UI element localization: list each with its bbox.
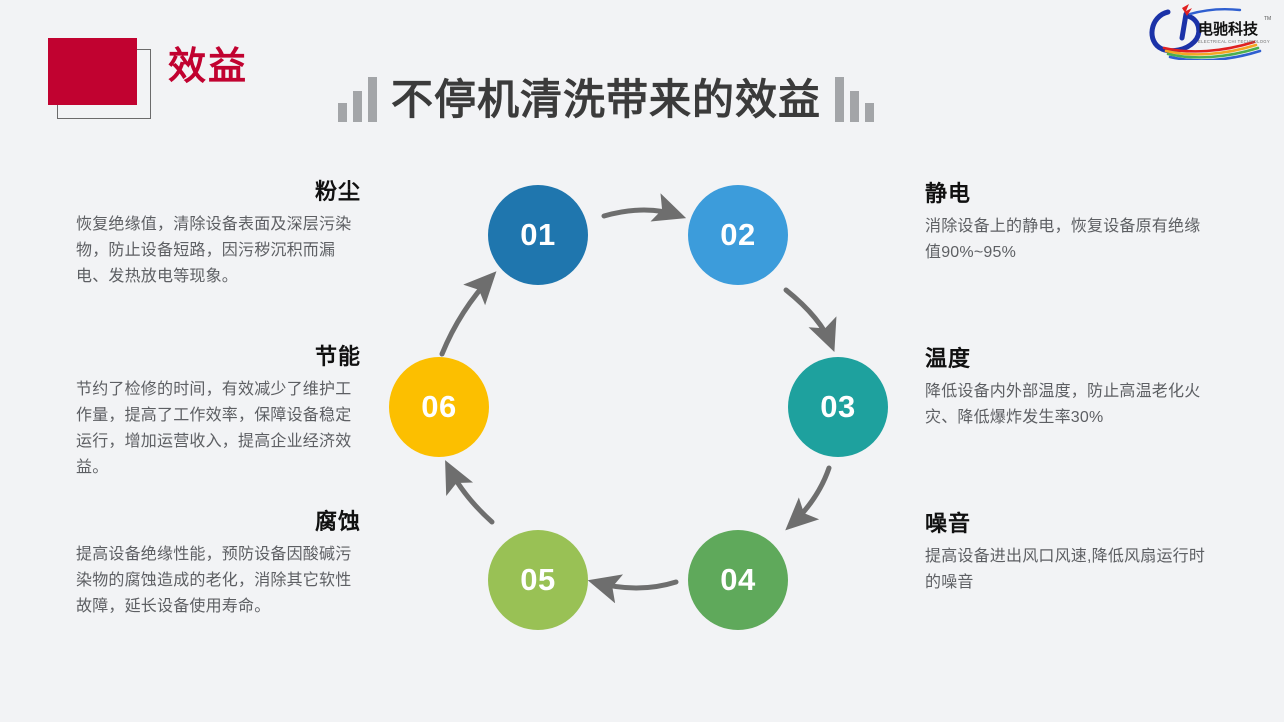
cycle-diagram: 01 02 03 04 05 06 (380, 170, 900, 670)
info-block-temperature: 温度 降低设备内外部温度，防止高温老化火灾、降低爆炸发生率30% (925, 346, 1210, 431)
info-block-static-body: 消除设备上的静电，恢复设备原有绝缘值90%~95% (925, 218, 1201, 262)
info-block-noise: 噪音 提高设备进出风口风速,降低风扇运行时的噪音 (925, 511, 1210, 596)
badge-solid-square (48, 38, 137, 105)
info-block-noise-body: 提高设备进出风口风速,降低风扇运行时的噪音 (925, 548, 1206, 592)
badge-label: 效益 (168, 46, 249, 88)
info-block-corrosion-body: 提高设备绝缘性能，预防设备因酸碱污染物的腐蚀造成的老化，消除其它软性故障，延长设… (76, 546, 352, 615)
info-block-static: 静电 消除设备上的静电，恢复设备原有绝缘值90%~95% (925, 181, 1210, 266)
page-title: 不停机清洗带来的效益 (391, 76, 822, 123)
cycle-node-02[interactable]: 02 (688, 185, 788, 285)
cycle-node-06[interactable]: 06 (389, 357, 489, 457)
arrow-04-to-05 (587, 574, 679, 604)
cycle-node-03[interactable]: 03 (788, 357, 888, 457)
cycle-node-03-label: 03 (820, 389, 856, 424)
info-block-temperature-title: 温度 (925, 346, 972, 371)
info-block-dust: 粉尘 恢复绝缘值，清除设备表面及深层污染物，防止设备短路，因污秽沉积而漏电、发热… (76, 179, 361, 290)
logo-name-en: ELECTRICAL CHI TECHNOLOGY (1198, 39, 1270, 44)
company-logo: 电驰科技 ELECTRICAL CHI TECHNOLOGY TM (1149, 4, 1271, 60)
info-block-corrosion: 腐蚀 提高设备绝缘性能，预防设备因酸碱污染物的腐蚀造成的老化，消除其它软性故障，… (76, 509, 361, 620)
logo-name-cn: 电驰科技 (1198, 20, 1259, 38)
title-row: 不停机清洗带来的效益 (338, 66, 875, 123)
arrow-layer (439, 193, 837, 604)
descending-bars-icon (835, 76, 875, 122)
arrow-02-to-03 (783, 287, 837, 353)
info-block-noise-title: 噪音 (925, 511, 972, 536)
cycle-node-05-label: 05 (520, 562, 556, 597)
arrow-05-to-06 (445, 460, 495, 525)
info-block-dust-title: 粉尘 (314, 179, 361, 204)
info-block-static-title: 静电 (925, 181, 972, 206)
ascending-bars-icon (338, 76, 377, 122)
cycle-node-01[interactable]: 01 (488, 185, 588, 285)
cycle-node-06-label: 06 (421, 389, 457, 424)
cycle-node-04-label: 04 (720, 562, 756, 597)
badge-decoration (48, 38, 153, 120)
cycle-node-04[interactable]: 04 (688, 530, 788, 630)
arrow-01-to-02 (601, 193, 687, 222)
logo-trademark-icon: TM (1264, 16, 1271, 22)
arrow-03-to-04 (785, 465, 832, 531)
info-block-energy-title: 节能 (314, 344, 361, 369)
info-block-temperature-body: 降低设备内外部温度，防止高温老化火灾、降低爆炸发生率30% (925, 383, 1201, 427)
arrow-06-to-01 (439, 271, 497, 357)
info-block-energy-body: 节约了检修的时间，有效减少了维护工作量，提高了工作效率，保障设备稳定运行，增加运… (76, 381, 352, 476)
cycle-node-02-label: 02 (720, 217, 756, 252)
cycle-node-05[interactable]: 05 (488, 530, 588, 630)
info-block-corrosion-title: 腐蚀 (314, 509, 361, 534)
info-block-energy: 节能 节约了检修的时间，有效减少了维护工作量，提高了工作效率，保障设备稳定运行，… (76, 344, 361, 481)
cycle-node-01-label: 01 (520, 217, 556, 252)
info-block-dust-body: 恢复绝缘值，清除设备表面及深层污染物，防止设备短路，因污秽沉积而漏电、发热放电等… (76, 216, 352, 285)
